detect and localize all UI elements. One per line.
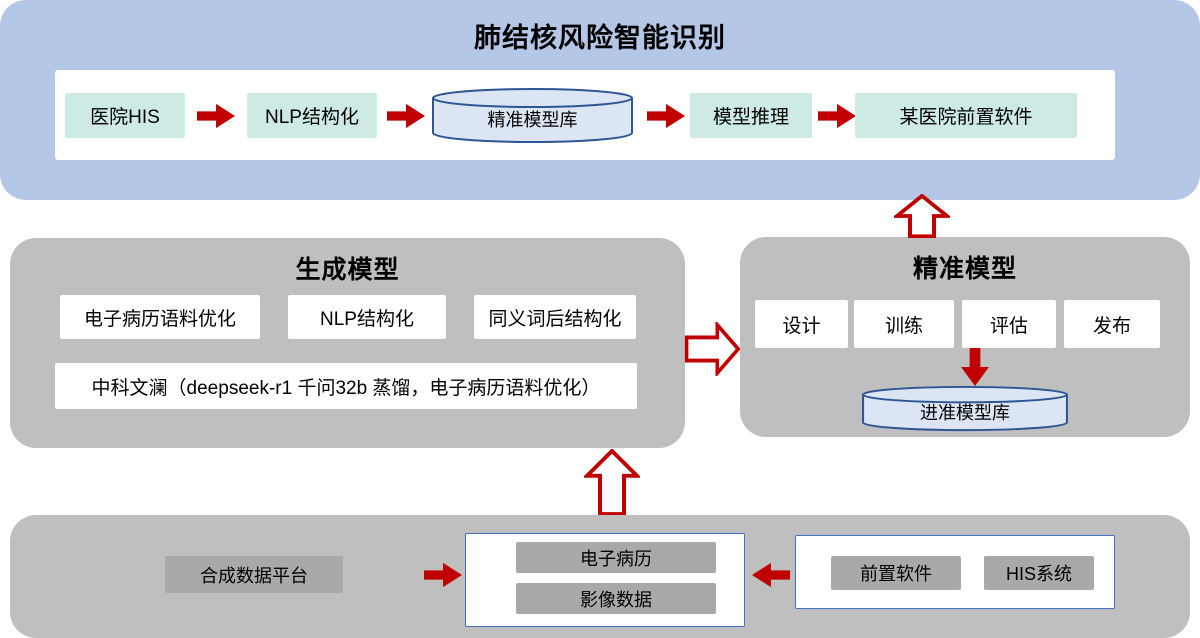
hollow-arrow-right-icon — [684, 322, 740, 376]
step-training: 训练 — [854, 300, 954, 348]
hospital-source-group: 前置软件 HIS系统 — [795, 535, 1115, 609]
database-precise-model-cylinder: 精准模型库 — [430, 87, 635, 145]
clinical-data-group: 电子病历 影像数据 — [465, 533, 745, 627]
top-section: 肺结核风险智能识别 医院HIS NLP结构化 精准模型库 模型推理 — [0, 0, 1200, 200]
node-hospital-his: 医院HIS — [65, 93, 185, 138]
arrow-right-icon — [387, 103, 425, 129]
node-imaging-data: 影像数据 — [516, 583, 716, 614]
precise-model-section: 精准模型 设计 训练 评估 发布 进准模型库 — [740, 237, 1190, 437]
node-his-system: HIS系统 — [984, 556, 1094, 590]
top-section-title: 肺结核风险智能识别 — [474, 23, 726, 53]
hollow-arrow-up-icon — [584, 449, 640, 516]
arrow-left-icon — [752, 562, 790, 588]
hollow-arrow-up-icon — [894, 194, 950, 238]
cylinder-icon — [862, 385, 1068, 432]
database-label: 进准模型库 — [920, 402, 1010, 423]
node-model-inference: 模型推理 — [690, 93, 812, 138]
precise-model-title: 精准模型 — [912, 255, 1017, 283]
arrow-right-icon — [197, 103, 235, 129]
node-emr-corpus-optimization: 电子病历语料优化 — [60, 295, 260, 339]
generate-model-title: 生成模型 — [295, 256, 400, 284]
generate-model-section: 生成模型 电子病历语料优化 NLP结构化 同义词后结构化 中科文澜（deepse… — [10, 238, 685, 448]
node-nlp-structuring: NLP结构化 — [247, 93, 377, 138]
database-precise-model-store-cylinder: 进准模型库 — [860, 385, 1070, 433]
cylinder-icon — [431, 88, 634, 143]
node-hospital-front-software: 某医院前置软件 — [855, 93, 1077, 138]
node-synonym-structuring: 同义词后结构化 — [474, 295, 636, 339]
top-pipeline-strip: 医院HIS NLP结构化 精准模型库 模型推理 — [55, 70, 1115, 160]
arrow-right-icon — [647, 103, 685, 129]
arrow-right-icon — [818, 103, 856, 129]
step-design: 设计 — [755, 300, 848, 348]
arrow-down-icon — [960, 348, 990, 386]
node-nlp-structuring-2: NLP结构化 — [288, 295, 446, 339]
node-front-software: 前置软件 — [831, 556, 961, 590]
node-zhongke-wenlan: 中科文澜（deepseek-r1 千问32b 蒸馏，电子病历语料优化） — [55, 363, 637, 409]
step-evaluation: 评估 — [962, 300, 1056, 348]
node-electronic-medical-records: 电子病历 — [516, 542, 716, 573]
arrow-right-icon — [424, 562, 462, 588]
data-source-section: 合成数据平台 电子病历 影像数据 前置软件 HIS系统 — [10, 515, 1190, 638]
step-release: 发布 — [1064, 300, 1160, 348]
database-label: 精准模型库 — [487, 110, 578, 131]
node-synthetic-data-platform: 合成数据平台 — [165, 556, 343, 593]
